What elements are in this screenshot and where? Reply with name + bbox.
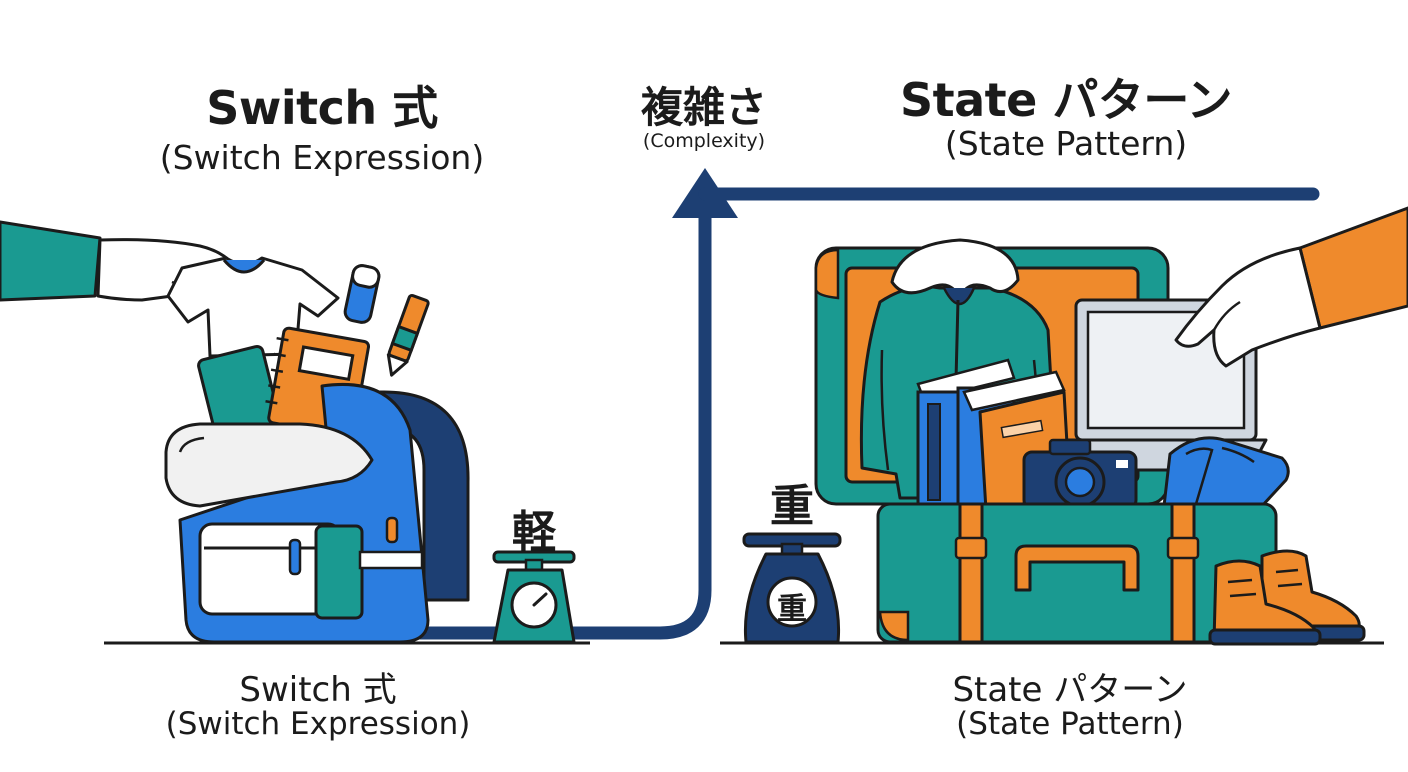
right-hand-icon bbox=[1174, 206, 1408, 368]
left-title: Switch 式 bbox=[206, 81, 438, 135]
suitcase-base-icon bbox=[876, 502, 1278, 644]
right-subtitle: (State Pattern) bbox=[944, 124, 1188, 163]
light-scale-icon bbox=[492, 550, 576, 644]
camera-icon bbox=[1022, 438, 1138, 510]
left-bottom-subtitle: (Switch Expression) bbox=[165, 706, 471, 742]
left-hand-icon bbox=[0, 220, 238, 302]
axis-sublabel: (Complexity) bbox=[642, 130, 766, 152]
boots-icon bbox=[1208, 549, 1366, 646]
right-bottom-title: State パターン bbox=[952, 670, 1188, 710]
backpack-icon bbox=[164, 382, 470, 644]
right-bottom-subtitle: (State Pattern) bbox=[956, 706, 1184, 742]
eraser-icon bbox=[343, 264, 381, 324]
heavy-weight-label: 重 bbox=[770, 481, 814, 532]
pen-icon bbox=[386, 293, 430, 377]
light-weight-label: 軽 bbox=[512, 507, 556, 558]
pouch-icon bbox=[1162, 436, 1290, 508]
right-title: State パターン bbox=[899, 73, 1233, 127]
left-subtitle: (Switch Expression) bbox=[159, 138, 485, 177]
left-bottom-title: Switch 式 bbox=[239, 670, 397, 710]
complexity-arrow bbox=[413, 198, 712, 640]
heavy-scale-icon bbox=[742, 532, 842, 644]
heavy-scale-label: 重 bbox=[777, 592, 807, 627]
axis-label: 複雑さ bbox=[640, 83, 767, 132]
